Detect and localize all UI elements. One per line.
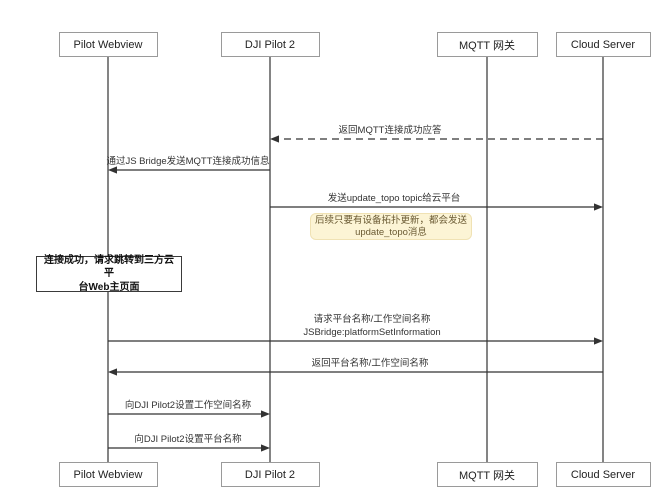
note-line: update_topo消息 (355, 226, 427, 238)
note-jump-web: 连接成功，请求跳转到三方云平台Web主页面 (36, 254, 182, 293)
arrowhead-icon-6 (261, 410, 270, 418)
message-label-3: 发送update_topo topic给云平台 (328, 192, 461, 205)
message-label-line: 发送update_topo topic给云平台 (327, 193, 461, 204)
participant-label: Cloud Server (570, 468, 636, 481)
participant-label: Cloud Server (570, 38, 636, 51)
participant-top-cloud-server: Cloud Server (555, 32, 651, 57)
note-line: 台Web主页面 (78, 281, 140, 293)
participant-top-pilot-webview: Pilot Webview (58, 32, 158, 57)
participant-label: Pilot Webview (73, 38, 143, 51)
message-label-line: JSBridge:platformSetInformation (303, 327, 441, 338)
participant-top-mqtt-gateway: MQTT 网关 (436, 32, 538, 57)
message-label-2: 通过JS Bridge发送MQTT连接成功信息 (106, 155, 269, 168)
arrowhead-icon-2 (108, 166, 117, 174)
message-label-line: 请求平台名称/工作空间名称 (313, 314, 431, 325)
arrowhead-icon-7 (261, 444, 270, 452)
message-label-6: 向DJI Pilot2设置工作空间名称 (125, 399, 251, 412)
participant-label: DJI Pilot 2 (244, 468, 296, 481)
message-label-line: 向DJI Pilot2设置平台名称 (134, 434, 242, 445)
participant-bottom-cloud-server: Cloud Server (555, 462, 651, 487)
participant-bottom-pilot-webview: Pilot Webview (58, 462, 158, 487)
participant-bottom-dji-pilot-2: DJI Pilot 2 (220, 462, 320, 487)
arrowhead-icon-1 (270, 135, 279, 143)
participant-bottom-mqtt-gateway: MQTT 网关 (436, 462, 538, 487)
message-label-line: 向DJI Pilot2设置工作空间名称 (124, 400, 252, 411)
participant-label: MQTT 网关 (458, 39, 515, 52)
participant-label: MQTT 网关 (458, 469, 515, 482)
message-label-7: 向DJI Pilot2设置平台名称 (134, 433, 241, 446)
message-label-4: 请求平台名称/工作空间名称 JSBridge:platformSetInforma… (303, 313, 440, 339)
message-label-line: 通过JS Bridge发送MQTT连接成功信息 (106, 156, 270, 167)
message-label-line: 返回MQTT连接成功应答 (338, 125, 442, 136)
participant-label: Pilot Webview (73, 468, 143, 481)
message-label-5: 返回平台名称/工作空间名称 (312, 357, 429, 370)
note-line: 后续只要有设备拓扑更新，都会发送 (314, 215, 467, 226)
note-line: 连接成功，请求跳转到三方云平 (44, 254, 174, 280)
arrowhead-icon-4 (594, 337, 603, 345)
participant-top-dji-pilot-2: DJI Pilot 2 (220, 32, 320, 57)
message-label-line: 返回平台名称/工作空间名称 (311, 358, 429, 369)
message-label-1: 返回MQTT连接成功应答 (339, 124, 442, 137)
arrowhead-icon-3 (594, 203, 603, 211)
arrowhead-icon-5 (108, 368, 117, 376)
participant-label: DJI Pilot 2 (244, 38, 296, 51)
